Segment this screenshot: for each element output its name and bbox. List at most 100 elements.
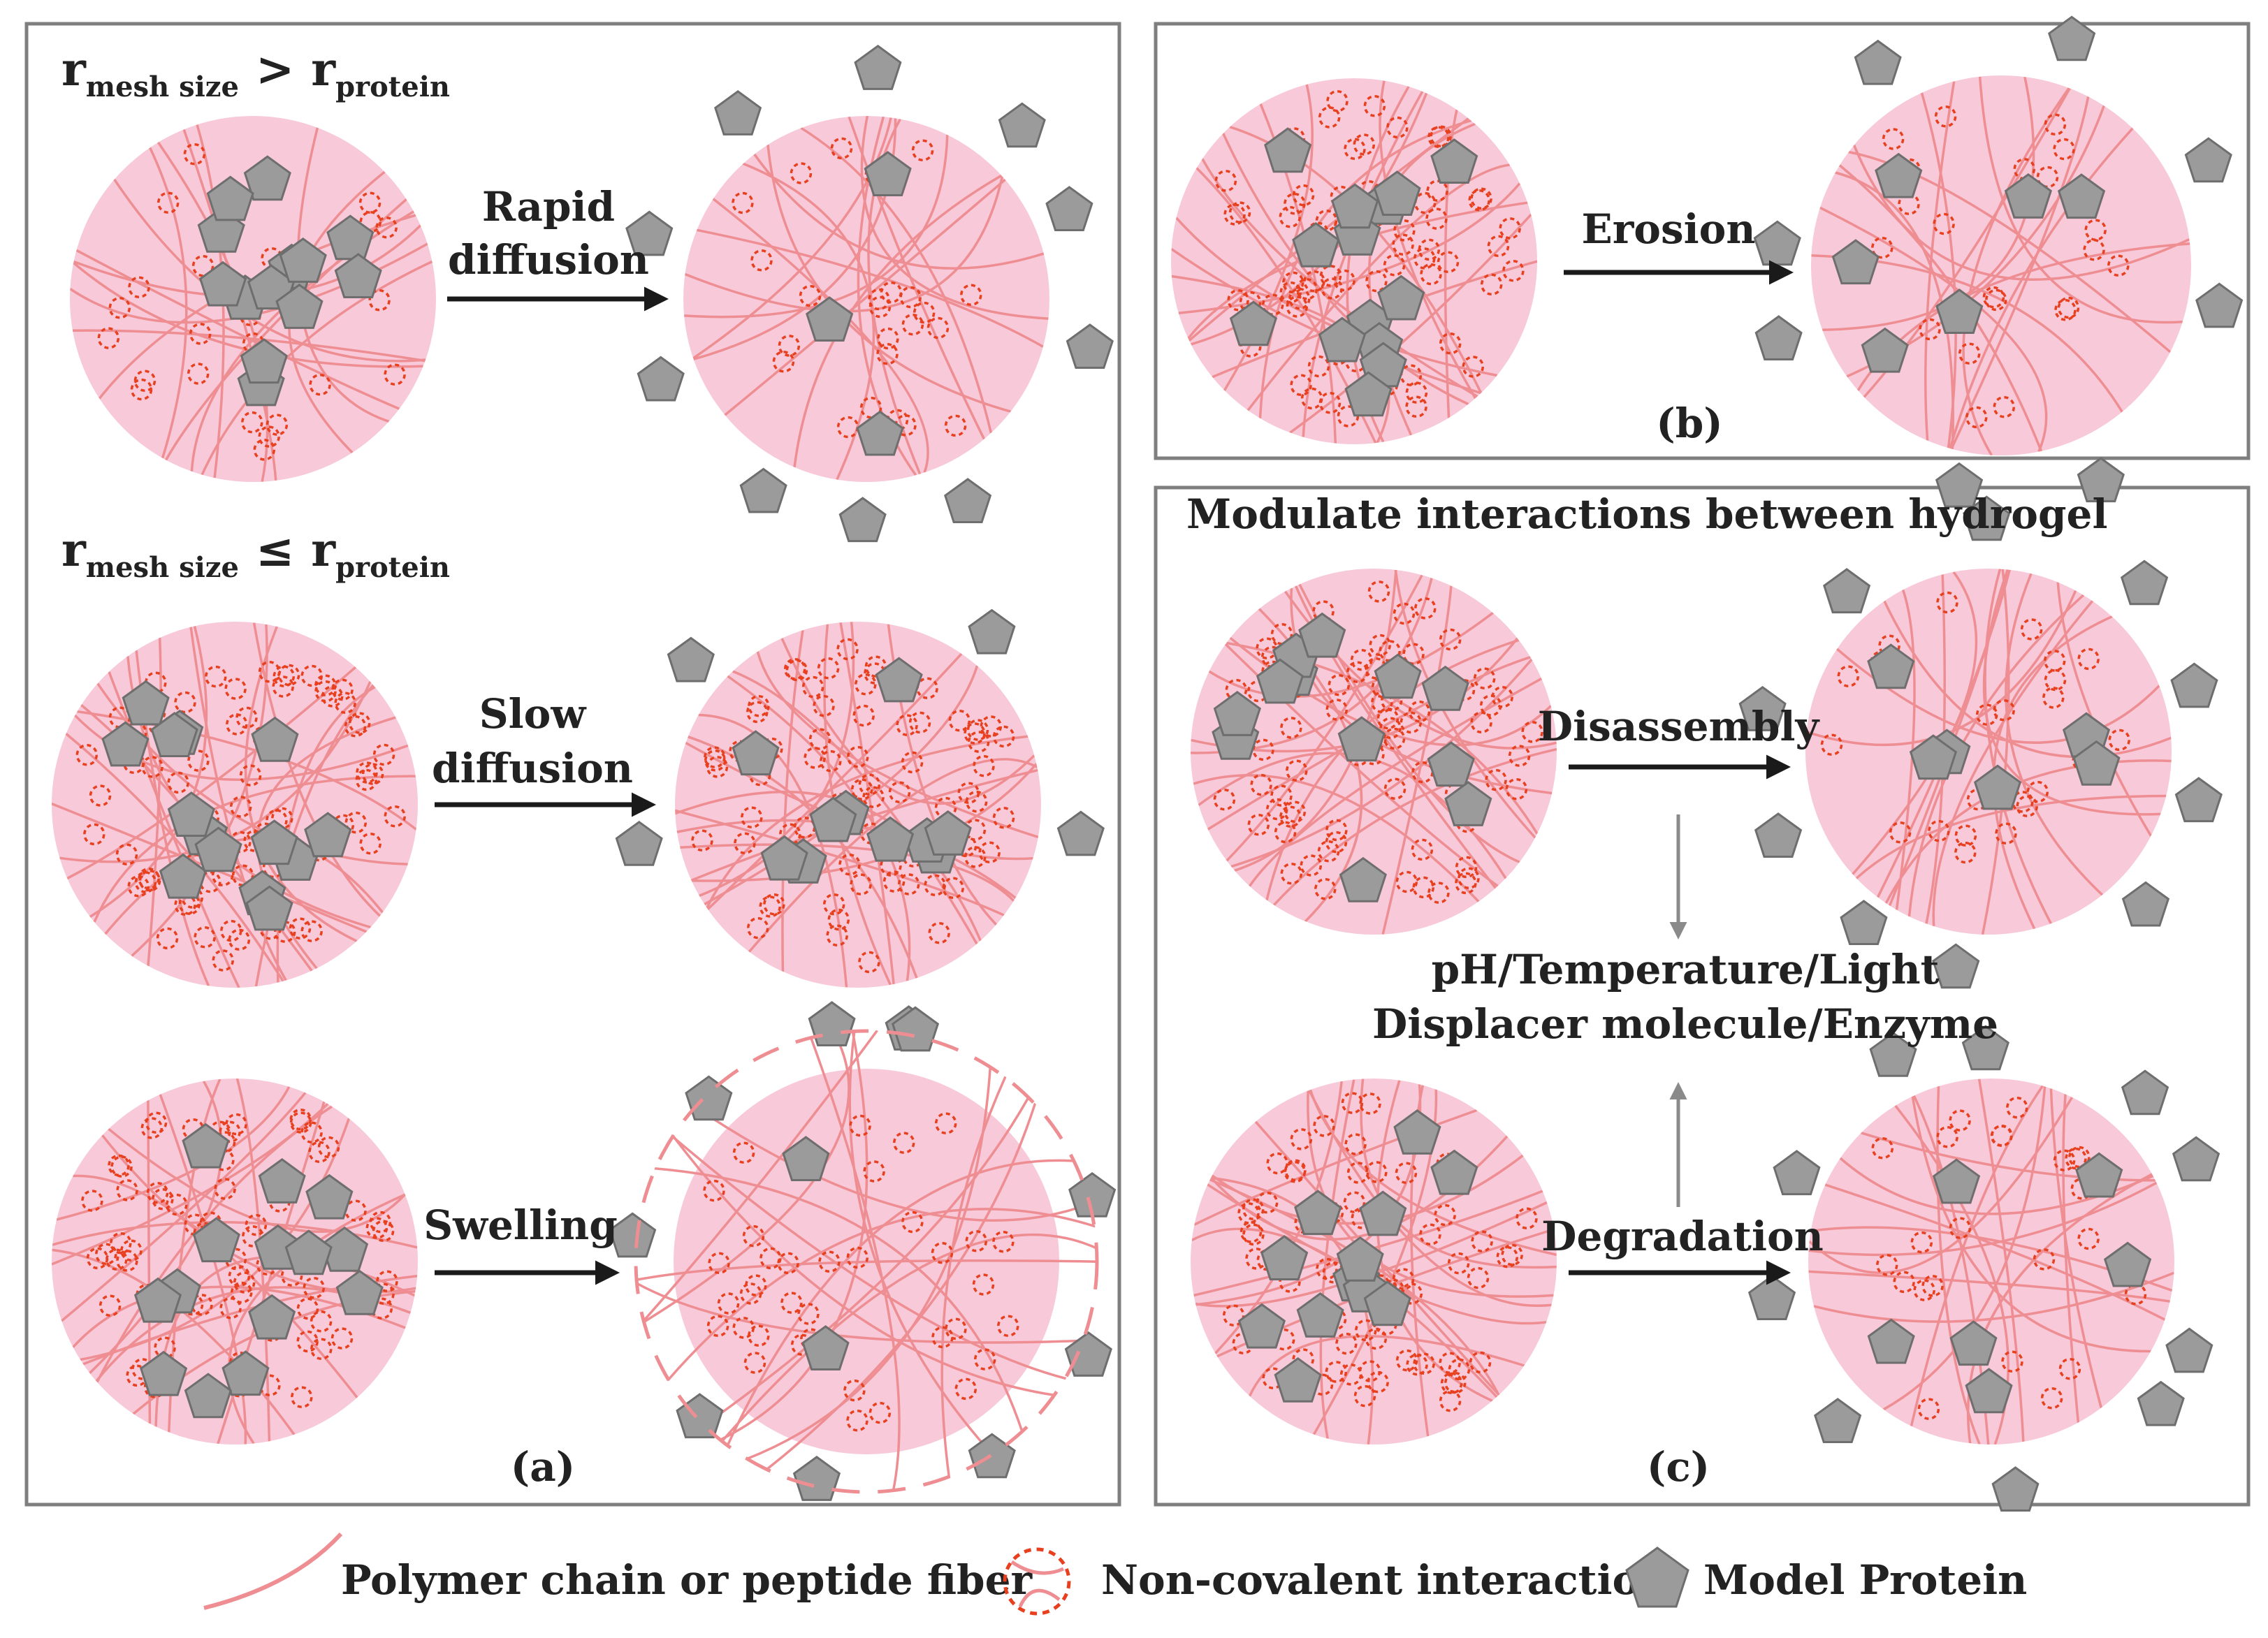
- interaction-site: [1222, 1304, 1245, 1326]
- interaction-site: [1420, 263, 1442, 286]
- protein-released: [944, 478, 992, 523]
- polymer-chain: [65, 733, 284, 982]
- interaction-site: [1383, 777, 1406, 800]
- interaction-site: [978, 841, 1001, 864]
- interaction-site: [1958, 342, 1981, 365]
- interaction-site: [314, 674, 337, 696]
- polymer-chain: [1924, 81, 1956, 441]
- interaction-site: [75, 744, 99, 766]
- polymer-chain: [1888, 569, 2010, 907]
- panel-a-tag: (a): [511, 1443, 575, 1491]
- condition-label-slow: rmesh size≤rprotein: [61, 522, 450, 584]
- polymer-chain: [1932, 600, 2094, 927]
- interaction-site: [1453, 679, 1476, 701]
- protein-released: [1961, 1025, 2009, 1071]
- protein-inside: [801, 1325, 850, 1370]
- interaction-site: [143, 701, 166, 724]
- interaction-site: [356, 761, 378, 784]
- interaction-site: [1995, 822, 2017, 845]
- legend-protein-icon: [1625, 1546, 1689, 1608]
- polymer-chain: [692, 117, 892, 360]
- interaction-site: [913, 301, 936, 324]
- interaction-site: [780, 1292, 803, 1314]
- interaction-site: [1318, 106, 1341, 129]
- interaction-site: [231, 864, 254, 887]
- protein-released: [1932, 943, 1980, 989]
- polymer-chain: [793, 174, 1003, 468]
- protein-released: [1747, 1275, 1796, 1320]
- interaction-site: [1455, 856, 1478, 879]
- protein-inside: [184, 1373, 232, 1419]
- protein-inside: [1298, 612, 1346, 658]
- interaction-site: [801, 675, 824, 699]
- interaction-site: [892, 1132, 915, 1154]
- interaction-site: [289, 1108, 312, 1131]
- interaction-site: [1919, 318, 1941, 341]
- interaction-site: [868, 288, 890, 311]
- interaction-site: [1247, 814, 1270, 836]
- protein-released: [2077, 457, 2125, 503]
- interaction-site: [95, 1243, 117, 1266]
- interaction-site: [1412, 876, 1435, 899]
- interaction-site: [199, 870, 221, 893]
- interaction-site: [2065, 1147, 2087, 1170]
- interaction-site: [1213, 788, 1236, 811]
- polymer-chain: [147, 637, 162, 966]
- interaction-site: [901, 751, 924, 774]
- interaction-site: [1290, 374, 1312, 397]
- protein-released: [2120, 560, 2169, 606]
- protein-inside: [2072, 740, 2121, 786]
- interaction-site: [997, 1315, 1019, 1337]
- interaction-site: [1365, 270, 1388, 293]
- interaction-site: [992, 807, 1015, 829]
- interaction-site: [1439, 1352, 1461, 1374]
- interaction-site: [1261, 293, 1284, 316]
- protein-inside: [1831, 239, 1880, 285]
- interaction-site: [1214, 170, 1237, 192]
- interaction-site: [1250, 773, 1272, 796]
- protein-inside: [122, 680, 170, 726]
- interaction-site: [1242, 1198, 1265, 1221]
- interaction-site: [2044, 113, 2067, 136]
- interaction-site: [280, 1264, 303, 1287]
- interaction-site: [134, 871, 157, 893]
- interaction-site: [944, 414, 967, 437]
- protein-released: [667, 636, 715, 682]
- polymer-chain: [1248, 1335, 1525, 1397]
- interaction-site: [106, 1248, 128, 1271]
- interaction-site: [140, 1117, 163, 1139]
- interaction-site: [2057, 296, 2080, 319]
- interaction-site: [1324, 1308, 1347, 1331]
- interaction-site: [704, 749, 727, 772]
- interaction-site: [850, 778, 873, 800]
- polymer-chain: [1882, 1086, 2047, 1411]
- interaction-site: [344, 811, 368, 834]
- polymer-chain: [252, 622, 381, 917]
- polymer-chain: [113, 178, 426, 363]
- interaction-site: [166, 1193, 188, 1216]
- interaction-site: [1313, 1115, 1335, 1137]
- protein-inside: [1430, 138, 1478, 184]
- interaction-site: [1936, 591, 1958, 614]
- interaction-site: [181, 1294, 204, 1316]
- interaction-site: [372, 1282, 395, 1306]
- interaction-site: [1395, 870, 1418, 893]
- interaction-site: [152, 1187, 174, 1211]
- gel-b-initial: [1171, 78, 1537, 444]
- interaction-site: [797, 1303, 820, 1325]
- interaction-site: [1279, 281, 1302, 304]
- interaction-site: [2043, 650, 2066, 672]
- protein-released: [2170, 662, 2218, 708]
- polymer-chain: [159, 1094, 247, 1445]
- polymer-chain: [244, 626, 358, 942]
- interaction-site: [2016, 795, 2038, 817]
- interaction-site: [197, 806, 220, 829]
- interaction-site: [808, 728, 831, 750]
- interaction-site: [1225, 678, 1248, 701]
- interaction-site: [233, 1271, 256, 1294]
- protein-released: [714, 90, 762, 136]
- interaction-site: [1502, 259, 1525, 282]
- interaction-site: [372, 1220, 395, 1243]
- interaction-site: [706, 756, 729, 778]
- interaction-site: [992, 1231, 1015, 1253]
